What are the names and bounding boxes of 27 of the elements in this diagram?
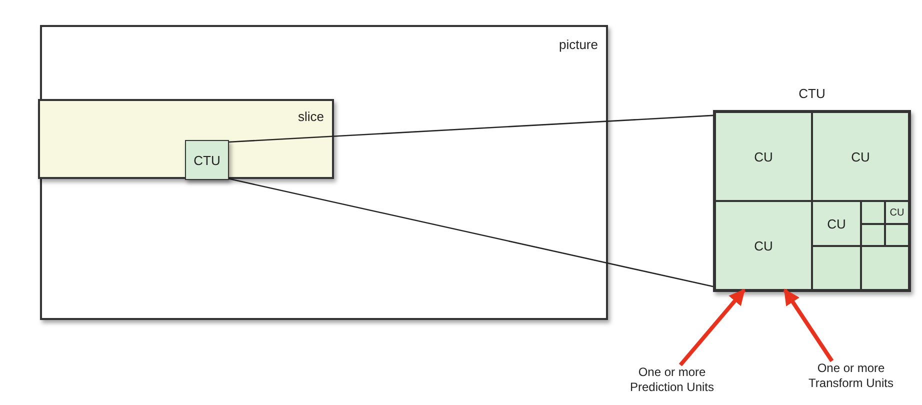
cu-block (885, 201, 909, 224)
zoom-line (228, 114, 714, 143)
zoom-line (228, 178, 714, 288)
cu-block (715, 201, 812, 290)
arrow (678, 288, 746, 366)
cu-label: CU (851, 149, 870, 164)
sub-block (861, 224, 885, 246)
ctu-heading: CTU (798, 86, 826, 101)
cu-label: CU (754, 149, 773, 164)
region-label: slice (298, 109, 324, 124)
sub-block (861, 246, 909, 290)
callout-text: One or more Transform Units (795, 361, 907, 395)
sub-block (861, 201, 885, 224)
cu-label: CU (827, 216, 846, 231)
sub-block (812, 246, 861, 290)
cu-block (812, 201, 861, 246)
ctu-block: CTU (185, 140, 229, 180)
cu-block (812, 112, 909, 201)
cu-label: CU (754, 238, 773, 253)
arrow (783, 288, 834, 362)
cu-label: CU (890, 207, 904, 218)
region-label: picture (558, 37, 598, 52)
picture-frame (40, 25, 608, 320)
callout-text: One or more Prediction Units (612, 365, 732, 399)
slice-band (38, 99, 334, 179)
sub-block (885, 224, 909, 246)
cu-block (715, 112, 812, 201)
